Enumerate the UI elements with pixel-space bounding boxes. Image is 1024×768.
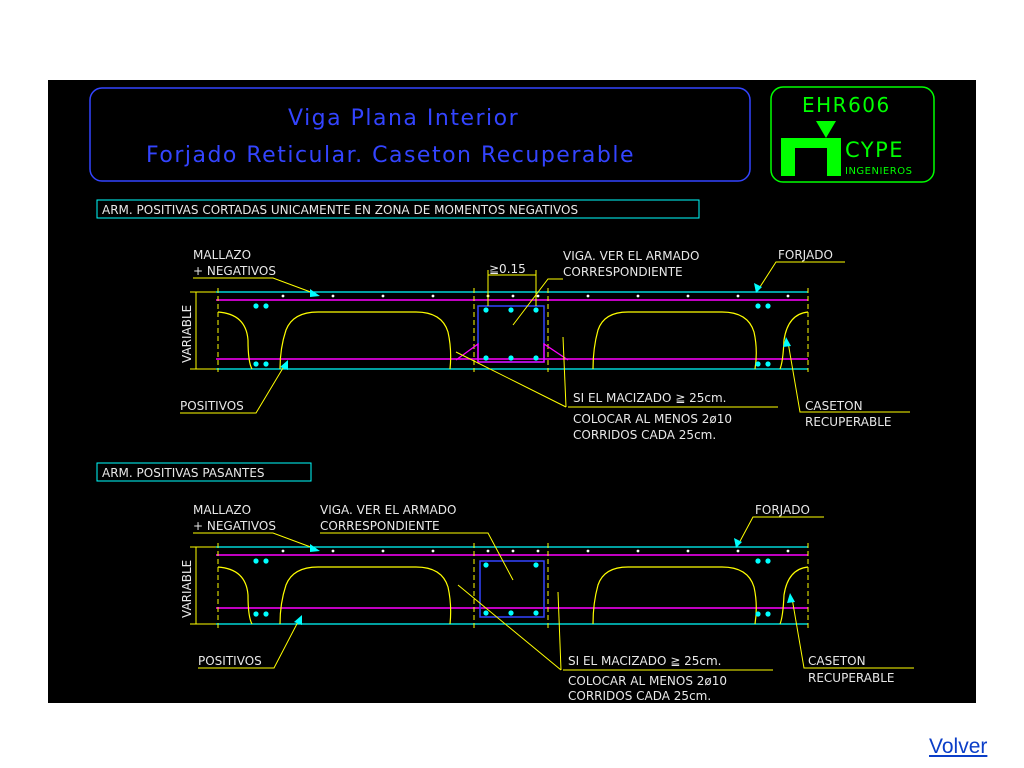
section1-heading-frame — [96, 199, 700, 219]
section1-note-2: COLOCAR AL MENOS 2ø10 — [573, 412, 732, 426]
section1-caseton-label-2: RECUPERABLE — [805, 415, 891, 429]
section1-note-1: SI EL MACIZADO ≧ 25cm. — [573, 391, 727, 405]
section2-variable-label: VARIABLE — [180, 560, 194, 618]
section1-forjado-label: FORJADO — [778, 248, 833, 262]
section1-positivos-label: POSITIVOS — [180, 399, 244, 413]
section1-note-3: CORRIDOS CADA 25cm. — [573, 428, 716, 442]
section2-viga-label-2: CORRESPONDIENTE — [320, 519, 440, 533]
section1-caseton-label-1: CASETON — [805, 399, 863, 413]
title-line2: Forjado Reticular. Caseton Recuperable — [146, 143, 635, 168]
section1-viga-label-2: CORRESPONDIENTE — [563, 265, 683, 279]
section2-detail: ARM. POSITIVAS PASANTES — [96, 462, 914, 703]
section2-mallazo-label: MALLAZO — [193, 503, 251, 517]
section1-heading: ARM. POSITIVAS CORTADAS UNICAMENTE EN ZO… — [102, 203, 578, 217]
section2-note-1: SI EL MACIZADO ≧ 25cm. — [568, 654, 722, 668]
section1-detail: ARM. POSITIVAS CORTADAS UNICAMENTE EN ZO… — [96, 199, 910, 442]
cype-logo: EHR606 CYPE INGENIEROS — [770, 86, 935, 183]
logo-code: EHR606 — [802, 93, 891, 117]
section1-beam — [477, 305, 545, 363]
logo-sub: INGENIEROS — [845, 166, 912, 177]
section2-heading: ARM. POSITIVAS PASANTES — [102, 466, 265, 480]
section1-viga-label-1: VIGA. VER EL ARMADO — [563, 249, 700, 263]
section2-forjado-label: FORJADO — [755, 503, 810, 517]
logo-brand: CYPE — [845, 138, 904, 162]
title-frame — [89, 87, 751, 182]
cad-drawing: Viga Plana Interior Forjado Reticular. C… — [48, 80, 976, 703]
section1-dim-label: ≧0.15 — [489, 262, 526, 276]
section2-viga-label-1: VIGA. VER EL ARMADO — [320, 503, 457, 517]
section2-note-2: COLOCAR AL MENOS 2ø10 — [568, 674, 727, 688]
section1-negativos-label: + NEGATIVOS — [193, 264, 276, 278]
section2-positivos-label: POSITIVOS — [198, 654, 262, 668]
volver-link[interactable]: Volver — [929, 735, 988, 758]
section2-negativos-label: + NEGATIVOS — [193, 519, 276, 533]
section2-caseton-label-2: RECUPERABLE — [808, 671, 894, 685]
section1-mallazo-label: MALLAZO — [193, 248, 251, 262]
section1-variable-label: VARIABLE — [180, 305, 194, 363]
section2-caseton-label-1: CASETON — [808, 654, 866, 668]
title-line1: Viga Plana Interior — [288, 106, 519, 131]
section2-beam — [479, 560, 545, 618]
section2-heading-frame — [96, 462, 312, 482]
section2-note-3: CORRIDOS CADA 25cm. — [568, 689, 711, 703]
